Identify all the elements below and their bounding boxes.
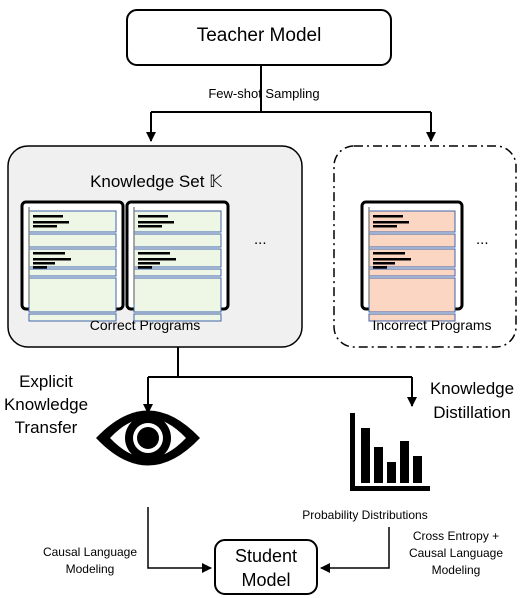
causal-left-line-1: Causal Language — [42, 545, 138, 559]
teacher-model-label: Teacher Model — [196, 25, 322, 46]
distill-line-2: Distillation — [433, 403, 511, 422]
causal-language-modeling-left: Causal Language Modeling — [34, 544, 146, 578]
probability-distributions-label: Probability Distributions — [302, 508, 428, 522]
causal-right-line-2: Causal Language — [408, 546, 504, 560]
knowledge-distillation-label: Knowledge Distillation — [413, 377, 531, 425]
student-line-2: Model — [241, 570, 291, 590]
causal-right-line-1: Cross Entropy + — [412, 529, 500, 543]
arrow-left-to-student — [147, 507, 212, 573]
incorrect-ellipsis: ... — [476, 231, 489, 248]
causal-right-line-3: Modeling — [431, 563, 481, 577]
student-model-label: Student Model — [215, 544, 317, 592]
student-line-1: Student — [234, 546, 298, 566]
distill-line-1: Knowledge — [429, 379, 515, 398]
incorrect-programs-caption: Incorrect Programs — [372, 317, 492, 333]
causal-left-line-2: Modeling — [65, 562, 115, 576]
eye-icon — [96, 410, 200, 466]
explicit-knowledge-transfer-label: Explicit Knowledge Transfer — [0, 370, 92, 439]
correct-programs-caption: Correct Programs — [89, 317, 201, 333]
teacher-model-box — [126, 9, 392, 66]
explicit-line-2: Knowledge — [3, 395, 89, 414]
few-shot-sampling-label: Few-shot Sampling — [208, 86, 320, 101]
explicit-line-3: Transfer — [14, 418, 78, 437]
correct-program-doc-1 — [20, 200, 125, 322]
bar-chart-icon — [350, 413, 430, 491]
knowledge-set-title: Knowledge Set 𝕂 — [90, 172, 222, 191]
explicit-line-1: Explicit — [19, 372, 73, 391]
incorrect-program-doc — [360, 200, 464, 322]
correct-program-doc-2 — [125, 200, 230, 322]
student-model-box — [214, 539, 318, 595]
arrow-right-to-student — [320, 527, 390, 573]
correct-ellipsis: ... — [254, 231, 267, 248]
cross-entropy-label: Cross Entropy + Causal Language Modeling — [392, 528, 520, 579]
